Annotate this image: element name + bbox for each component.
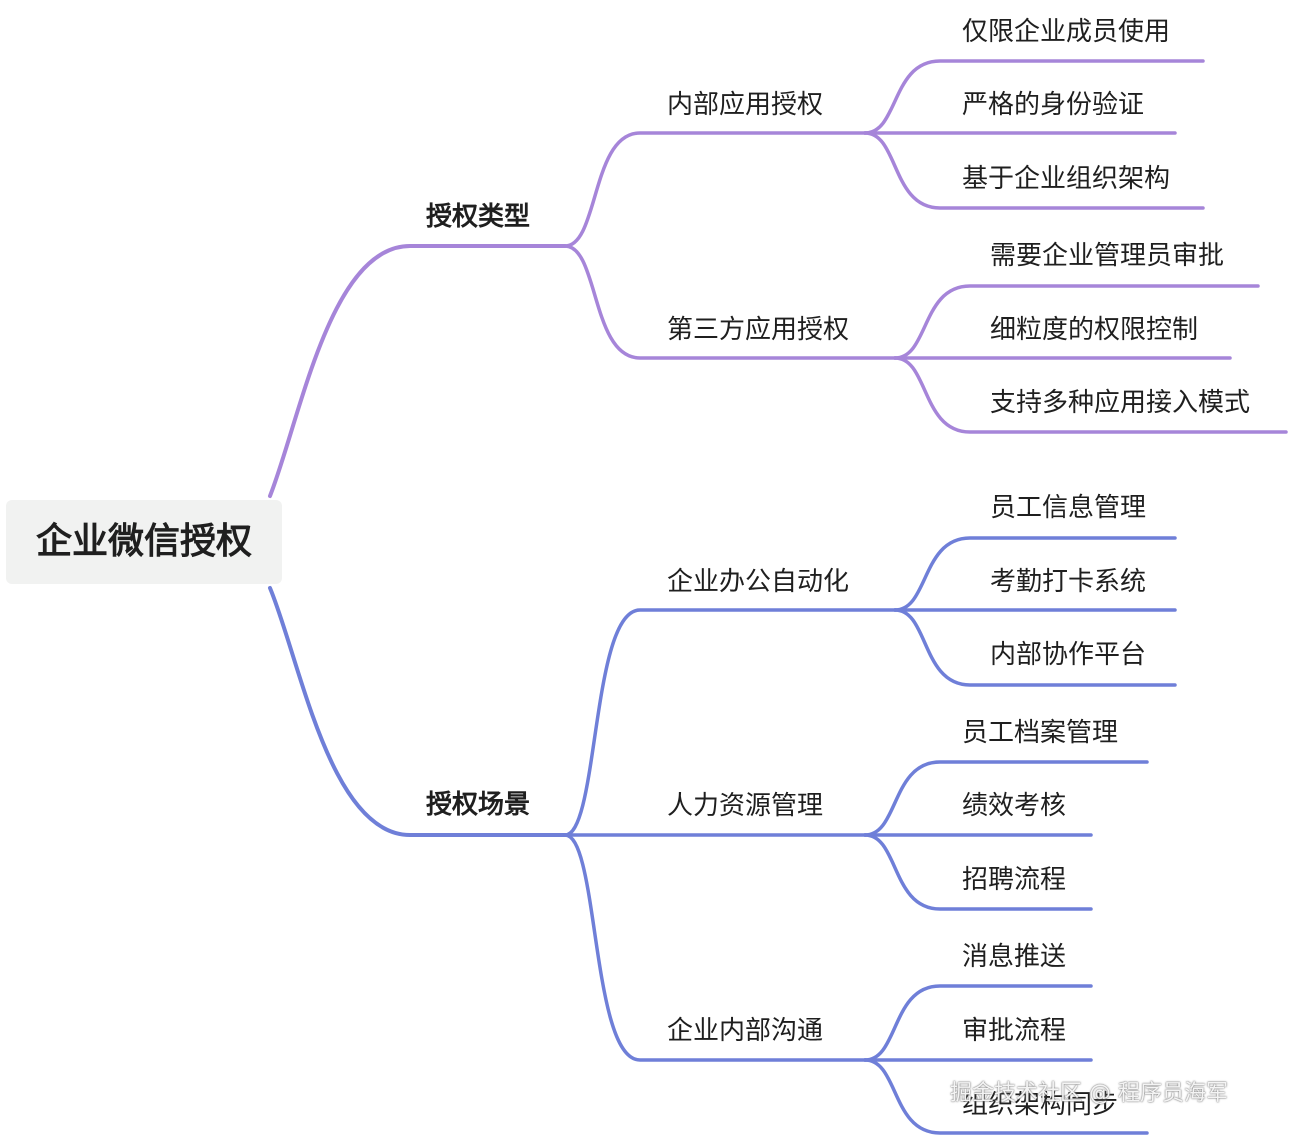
watermark: 掘金技术社区 @ 程序员海军 (950, 1081, 1228, 1106)
leaf-admin-approval[interactable]: 需要企业管理员审批 (990, 241, 1225, 271)
leaf-employee-records[interactable]: 员工档案管理 (962, 718, 1119, 748)
leaf-approval-flow[interactable]: 审批流程 (962, 1016, 1067, 1046)
node-internal-app-auth[interactable]: 内部应用授权 (667, 90, 824, 120)
connector-internal-leaf-3 (863, 131, 1205, 210)
leaf-fine-grained-permission[interactable]: 细粒度的权限控制 (990, 315, 1199, 345)
node-office-automation[interactable]: 企业办公自动化 (667, 567, 850, 597)
node-hr-management[interactable]: 人力资源管理 (667, 791, 824, 821)
branch-auth-scenario[interactable]: 授权场景 (426, 790, 531, 820)
leaf-message-push[interactable]: 消息推送 (962, 942, 1067, 972)
leaf-performance-review[interactable]: 绩效考核 (962, 791, 1067, 821)
leaf-org-structure-based[interactable]: 基于企业组织架构 (962, 164, 1171, 194)
connector-hr-leaf-3 (863, 833, 1093, 911)
connector-comm-leaf-1 (863, 984, 1093, 1062)
connector-third-leaf-1 (893, 284, 1260, 360)
connector-auth-type-third-party (563, 244, 897, 360)
connector-auth-type-internal (563, 131, 867, 248)
connector-root-auth-scenario (268, 586, 567, 837)
leaf-multi-access-modes[interactable]: 支持多种应用接入模式 (990, 388, 1251, 418)
connector-comm-leaf-3 (863, 1058, 1149, 1135)
connector-third-leaf-3 (893, 356, 1288, 434)
connector-scenario-comm (563, 833, 867, 1062)
leaf-recruitment[interactable]: 招聘流程 (962, 865, 1067, 895)
node-internal-communication[interactable]: 企业内部沟通 (667, 1016, 824, 1046)
branch-auth-type[interactable]: 授权类型 (426, 202, 531, 232)
leaf-employee-info[interactable]: 员工信息管理 (990, 493, 1147, 523)
leaf-attendance[interactable]: 考勤打卡系统 (990, 567, 1147, 597)
root-label: 企业微信授权 (36, 521, 253, 562)
root-node[interactable] (6, 500, 282, 584)
leaf-org-sync[interactable]: 组织架构同步 (962, 1090, 1119, 1120)
connector-scenario-office (563, 608, 897, 837)
connector-office-leaf-3 (893, 608, 1177, 687)
connector-office-leaf-1 (893, 536, 1177, 612)
leaf-collaboration-platform[interactable]: 内部协作平台 (990, 640, 1147, 670)
leaf-members-only[interactable]: 仅限企业成员使用 (962, 17, 1171, 47)
leaf-strict-auth[interactable]: 严格的身份验证 (962, 90, 1145, 120)
connector-hr-leaf-1 (863, 760, 1149, 837)
node-third-party-auth[interactable]: 第三方应用授权 (667, 315, 850, 345)
connector-internal-leaf-1 (863, 59, 1205, 135)
connector-root-auth-type (268, 244, 567, 498)
